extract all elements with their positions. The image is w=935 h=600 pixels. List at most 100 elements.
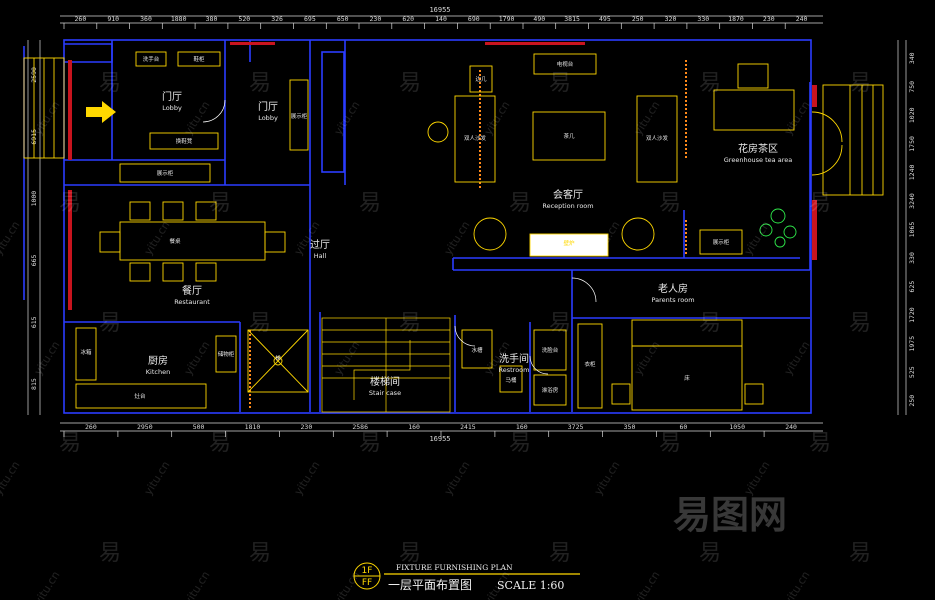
dim-label-right: 250: [908, 395, 916, 407]
watermark-glyph: 易: [99, 311, 121, 336]
title-code-bottom: FF: [362, 578, 372, 588]
dim-label-top: 140: [435, 15, 447, 23]
dimension-ticks: [63, 23, 786, 437]
watermark-site: yitu.cn: [0, 459, 22, 498]
watermark-glyph: 易: [549, 71, 571, 96]
dim-label-bottom: 260: [85, 423, 97, 431]
watermark-site: yitu.cn: [32, 99, 63, 138]
label-display-cab3: 展示柜: [713, 238, 730, 246]
label-fireplace: 壁炉: [563, 239, 575, 247]
watermark-site: yitu.cn: [592, 459, 623, 498]
entrance-porch: [23, 57, 65, 159]
dim-label-bottom: 1810: [245, 423, 261, 431]
room-greenhouse-en: Greenhouse tea area: [724, 156, 792, 164]
watermark-glyph: 易: [809, 191, 831, 216]
dim-labels-right: 3407501020175012403240106533062517201975…: [908, 52, 916, 406]
label-wardrobe: 衣柜: [584, 360, 596, 368]
label-shower: 淋浴房: [542, 386, 559, 394]
dimension-lines: [27, 15, 907, 432]
watermark-site: yitu.cn: [142, 219, 173, 258]
room-staircase-en: Stair case: [369, 389, 401, 397]
orange-hatch: [249, 60, 687, 410]
label-fridge: 冰箱: [80, 348, 92, 356]
title-cn: 一层平面布置图: [388, 578, 472, 592]
watermark-site: yitu.cn: [632, 99, 663, 138]
watermark-site: yitu.cn: [632, 339, 663, 378]
dim-label-bottom: 2950: [137, 423, 153, 431]
watermark-glyph: 易: [699, 541, 721, 566]
watermark-glyph: 易: [399, 311, 421, 336]
room-labels: 门厅 Lobby 门厅 Lobby 过厅 Hall 会客厅 Reception …: [146, 90, 792, 397]
dim-label-top: 230: [370, 15, 382, 23]
watermark-site: yitu.cn: [182, 569, 213, 600]
room-lobby1-cn: 门厅: [162, 90, 182, 103]
dim-label-bottom: 160: [516, 423, 528, 431]
label-tea-table: 茶几: [563, 132, 575, 140]
label-shoe-cab: 鞋柜: [193, 55, 205, 63]
label-hob: 灶台: [134, 392, 146, 400]
title-scale: SCALE 1:60: [497, 579, 564, 592]
room-lobby2-en: Lobby: [258, 114, 278, 122]
watermark-glyph: 易: [209, 191, 231, 216]
watermark-glyph: 易: [549, 311, 571, 336]
watermark-glyph: 易: [99, 71, 121, 96]
watermark-site: yitu.cn: [292, 459, 323, 498]
dim-total-bottom: 16955: [429, 435, 450, 443]
dim-label-top: 326: [271, 15, 283, 23]
red-wall-hatch: [68, 42, 817, 310]
dim-label-bottom: 350: [624, 423, 636, 431]
dim-label-right: 1065: [908, 222, 916, 238]
room-kitchen-cn: 厨房: [148, 354, 168, 367]
dim-label-right: 1240: [908, 164, 916, 180]
watermark-site: yitu.cn: [332, 339, 363, 378]
dim-label-left: 815: [30, 378, 38, 390]
dim-label-top: 910: [107, 15, 119, 23]
dim-label-bottom: 3725: [568, 423, 584, 431]
dim-label-top: 1790: [499, 15, 515, 23]
label-sink: 水槽: [471, 346, 483, 354]
watermark-site: yitu.cn: [142, 459, 173, 498]
room-kitchen-en: Kitchen: [146, 368, 170, 376]
dim-label-bottom: 2586: [352, 423, 368, 431]
watermark-glyph: 易: [809, 431, 831, 456]
watermark-site: yitu.cn: [782, 569, 813, 600]
label-bed: 床: [684, 374, 690, 382]
dim-label-bottom: 230: [301, 423, 313, 431]
room-reception-cn: 会客厅: [553, 188, 583, 201]
dim-label-top: 240: [796, 15, 808, 23]
dim-label-top: 260: [75, 15, 87, 23]
watermark-site: yitu.cn: [782, 339, 813, 378]
watermark-site: yitu.cn: [32, 569, 63, 600]
room-staircase-cn: 楼梯间: [370, 375, 400, 388]
label-tv-stand: 电视台: [557, 60, 574, 68]
dim-text-top: 16955: [429, 6, 450, 14]
watermark-glyph: 易: [509, 191, 531, 216]
watermark-site: yitu.cn: [332, 569, 363, 600]
dim-label-right: 340: [908, 52, 916, 64]
dim-label-top: 250: [632, 15, 644, 23]
walls: [23, 39, 812, 414]
dim-label-right: 3240: [908, 193, 916, 209]
room-restaurant-en: Restaurant: [174, 298, 210, 306]
watermark-site: yitu.cn: [182, 99, 213, 138]
room-parents-en: Parents room: [651, 296, 694, 304]
dim-label-top: 380: [206, 15, 218, 23]
dim-label-bottom: 500: [193, 423, 205, 431]
watermark-site: yitu.cn: [482, 99, 513, 138]
dim-label-top: 695: [304, 15, 316, 23]
label-sofa-l: 双人沙发: [464, 134, 487, 142]
room-greenhouse-cn: 花房茶区: [738, 142, 778, 155]
dim-label-top: 1880: [171, 15, 187, 23]
furniture-labels: 洗手台 鞋柜 换鞋凳 展示柜 展示柜 展示柜 边几 电视台 双人沙发 双人沙发 …: [80, 55, 729, 400]
label-vanity: 洗脸台: [542, 346, 559, 354]
room-lobby1-en: Lobby: [162, 104, 182, 112]
room-restroom-en: Restroom: [499, 366, 530, 374]
dim-label-bottom: 240: [785, 423, 797, 431]
watermark-glyph: 易: [249, 541, 271, 566]
watermark-site: yitu.cn: [32, 339, 63, 378]
room-reception-en: Reception room: [542, 202, 593, 210]
dim-label-top: 690: [468, 15, 480, 23]
label-wash-table: 洗手台: [143, 55, 160, 63]
dim-label-top: 3815: [564, 15, 580, 23]
